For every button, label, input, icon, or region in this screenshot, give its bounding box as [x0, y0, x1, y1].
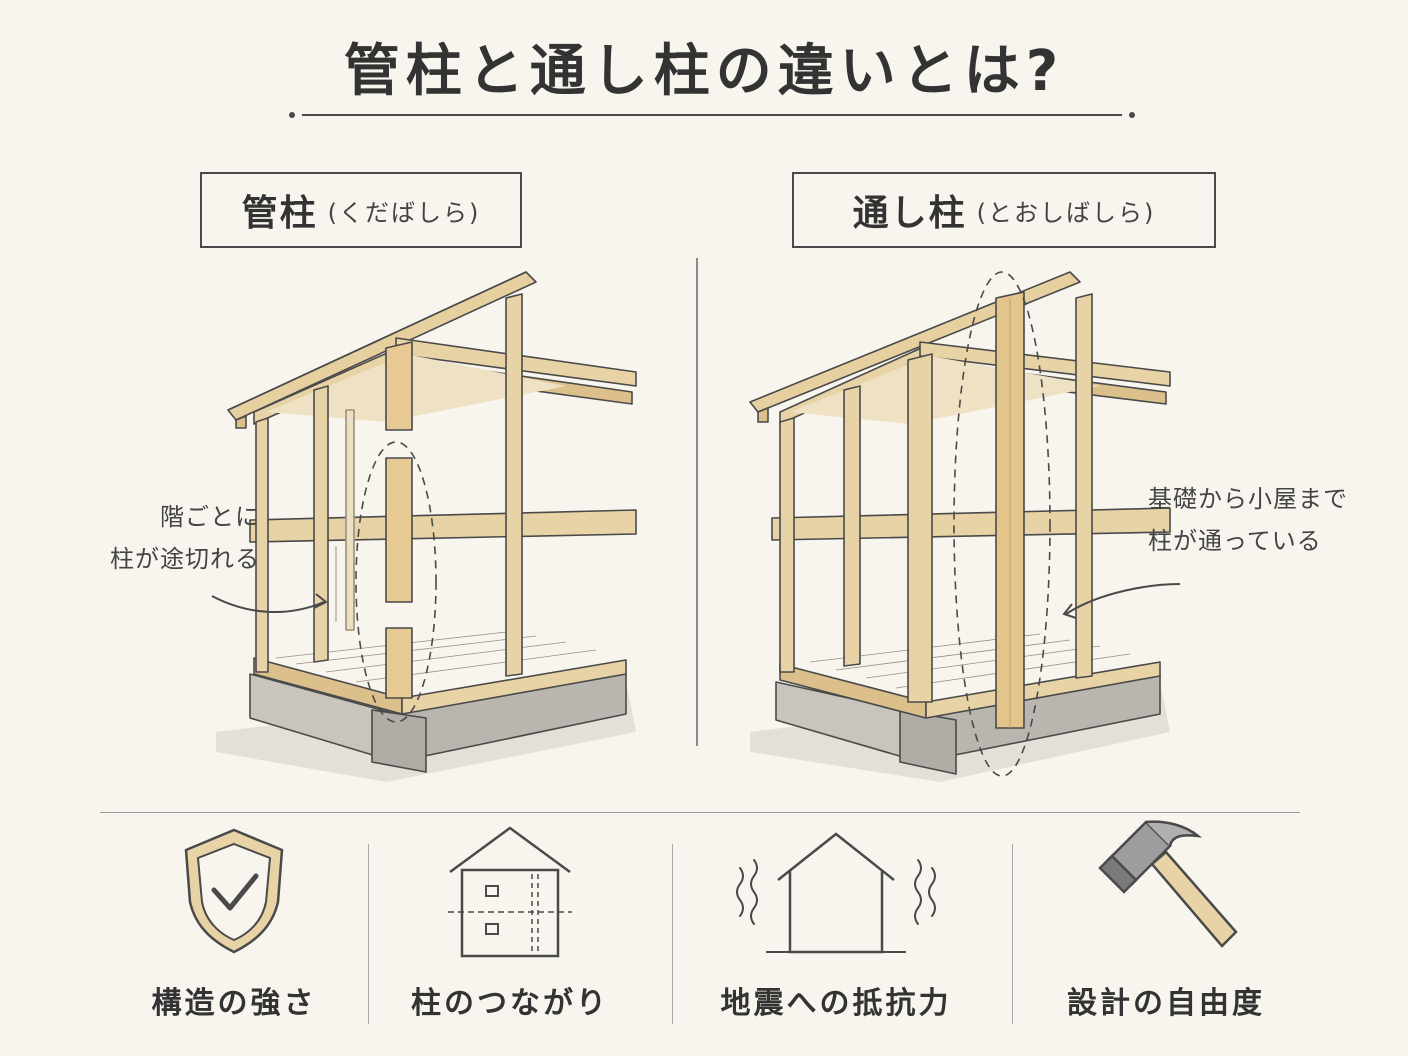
kudabashira-name: 管柱 [241, 193, 318, 234]
toushibashira-frame-illustration [749, 271, 1180, 782]
page-title: 管柱と通し柱の違いとは? [343, 39, 1065, 104]
toushibashira-name: 通し柱 [852, 193, 967, 234]
feature-separator [368, 844, 369, 1024]
kudabashira-note-line-2: 柱が途切れる [110, 545, 260, 573]
house-section-icon [448, 826, 572, 958]
feature-label: 構造の強さ [151, 986, 317, 1021]
toushibashira-note: 基礎から小屋まで 柱が通っている [1148, 478, 1388, 562]
kudabashira-reading: (くだばしら) [327, 198, 481, 227]
toushibashira-reading: (とおしばしら) [976, 198, 1156, 227]
feature-earthquake-resistance: 地震への抵抗力 [686, 820, 986, 1056]
toushibashira-note-line-2: 柱が通っている [1148, 527, 1322, 555]
toushibashira-note-line-1: 基礎から小屋まで [1148, 485, 1348, 513]
feature-label: 柱のつながり [411, 986, 609, 1021]
kudabashira-label-box: 管柱 (くだばしら) [200, 172, 522, 248]
feature-label: 地震への抵抗力 [720, 986, 952, 1021]
feature-separator [672, 844, 673, 1024]
features-divider [100, 812, 1300, 813]
house-earthquake-icon [736, 832, 936, 954]
feature-separator [1012, 844, 1013, 1024]
feature-structural-strength: 構造の強さ [84, 820, 384, 1056]
kudabashira-note-line-1: 階ごとに [160, 503, 260, 531]
kudabashira-note: 階ごとに 柱が途切れる [70, 496, 260, 580]
toushibashira-label-box: 通し柱 (とおしばしら) [792, 172, 1216, 248]
feature-label: 設計の自由度 [1067, 986, 1265, 1021]
shield-check-icon [184, 828, 284, 954]
feature-design-freedom: 設計の自由度 [1016, 820, 1316, 1056]
hammer-icon [1098, 820, 1238, 948]
feature-column-connection: 柱のつながり [360, 820, 660, 1056]
title-underline [289, 112, 1135, 118]
panel-divider [696, 258, 698, 746]
kudabashira-frame-illustration [211, 271, 637, 782]
